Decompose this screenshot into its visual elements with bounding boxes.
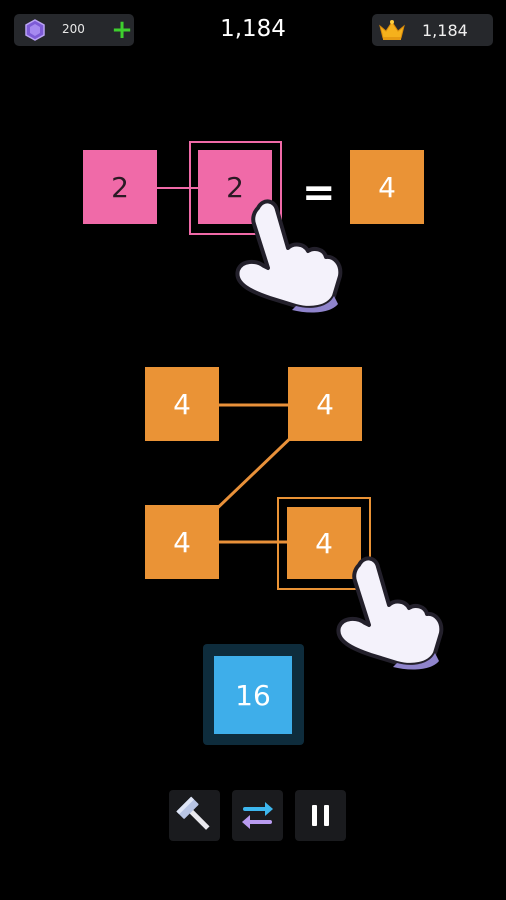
- orange-tile-4-selected: 4: [287, 507, 361, 579]
- orange-tile-4: 4: [288, 367, 362, 441]
- current-score: 1,184: [220, 16, 286, 42]
- target-tile-16: 16: [214, 656, 292, 734]
- pointing-hand-icon: [235, 199, 343, 313]
- swap-button[interactable]: [232, 790, 283, 841]
- selection-frame: [189, 141, 282, 235]
- pause-icon: [312, 805, 329, 826]
- best-score: 1,184: [422, 21, 468, 40]
- pink-tile-2: 2: [83, 150, 157, 224]
- gem-count: 200: [62, 22, 85, 36]
- crown-icon: [379, 20, 405, 40]
- hammer-icon: [176, 796, 210, 830]
- pink-connector: [156, 187, 198, 189]
- add-gems-button[interactable]: +: [111, 15, 133, 45]
- pause-button[interactable]: [295, 790, 346, 841]
- gem-icon: [25, 19, 45, 41]
- orange-tile-4: 4: [145, 367, 219, 441]
- result-tile-4: 4: [350, 150, 424, 224]
- equals-sign: =: [302, 170, 336, 216]
- hammer-button[interactable]: [169, 790, 220, 841]
- selection-frame: [277, 497, 371, 590]
- best-score-panel: 1,184: [372, 14, 493, 46]
- swap-icon: [242, 802, 273, 829]
- orange-tile-4: 4: [145, 505, 219, 579]
- pointing-hand-icon: [336, 556, 444, 670]
- gems-counter: 200 +: [14, 14, 134, 46]
